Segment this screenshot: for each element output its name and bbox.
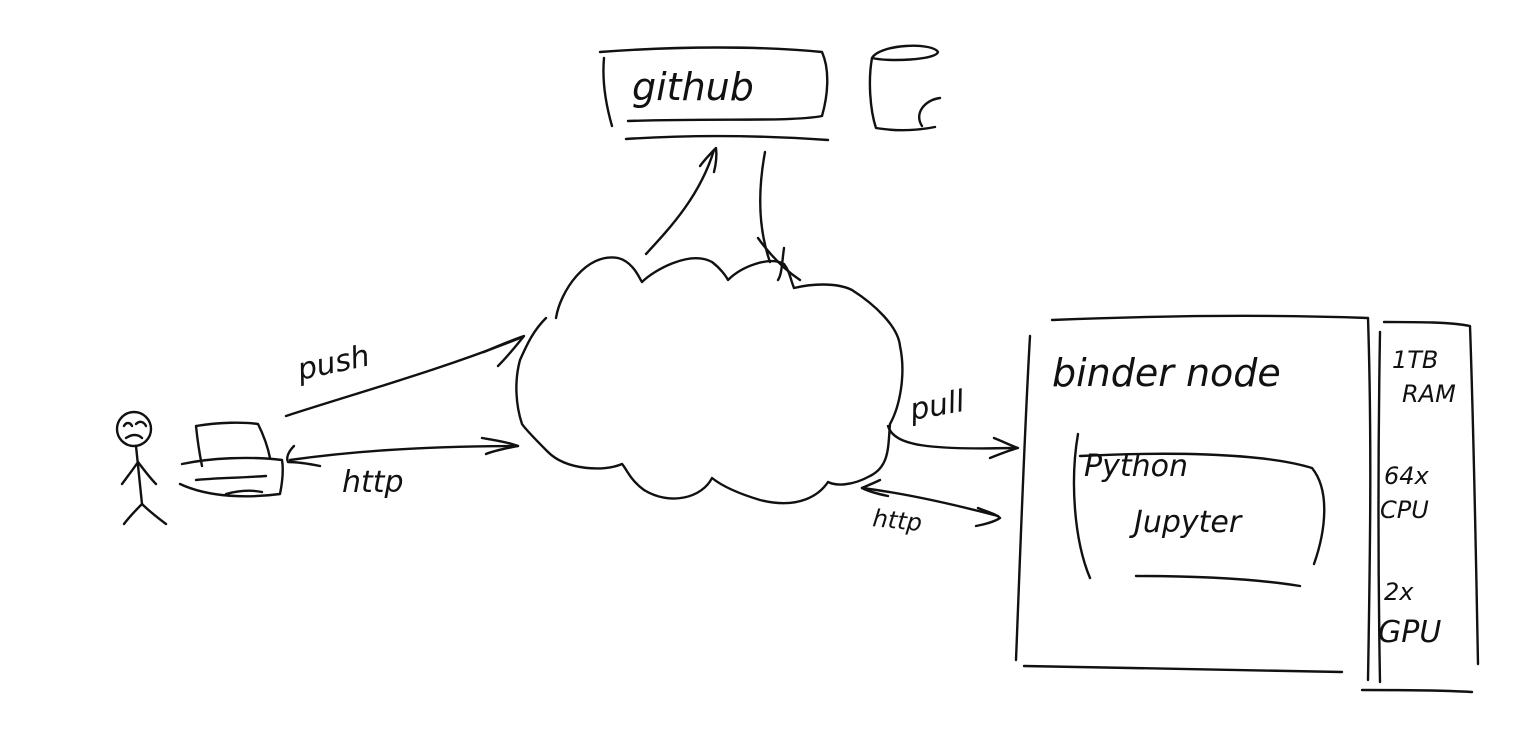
http-left-label: http <box>342 465 404 500</box>
internet-cloud <box>515 256 904 505</box>
jupyter-label: Jupyter <box>1129 505 1243 540</box>
gpu-label: GPU <box>1378 615 1441 650</box>
binder-node-box: binder node Python Jupyter <box>1014 314 1372 682</box>
binder-node-outline <box>1014 314 1372 682</box>
github-node: github <box>598 46 830 142</box>
storage-cylinder-icon <box>868 44 942 132</box>
gpu-amount-label: 2x <box>1384 578 1414 606</box>
laptop-icon <box>178 421 285 498</box>
github-label: github <box>632 65 754 109</box>
github-to-cloud-arrow <box>756 150 802 282</box>
pull-arrow: pull <box>886 384 1020 460</box>
ram-label: RAM <box>1402 380 1456 408</box>
push-label: push <box>293 338 372 388</box>
http-arrow-left: http <box>286 436 520 500</box>
http-right-label: http <box>871 504 923 537</box>
push-arrow: push <box>284 334 526 418</box>
ram-amount-label: 1TB <box>1392 346 1438 374</box>
http-arrow-right: http <box>860 478 1002 537</box>
resources-box: 1TB RAM 64x CPU 2x GPU <box>1360 320 1480 694</box>
python-jupyter-box: Python Jupyter <box>1072 432 1326 588</box>
cpu-amount-label: 64x <box>1384 462 1430 490</box>
cpu-label: CPU <box>1380 496 1429 524</box>
user-stick-figure-icon <box>115 410 168 526</box>
binder-node-label: binder node <box>1052 351 1281 395</box>
cloud-to-github-arrow <box>644 146 718 256</box>
python-label: Python <box>1084 449 1188 484</box>
github-box <box>598 46 830 142</box>
cloud-outline <box>515 256 904 505</box>
pull-label: pull <box>906 384 968 428</box>
